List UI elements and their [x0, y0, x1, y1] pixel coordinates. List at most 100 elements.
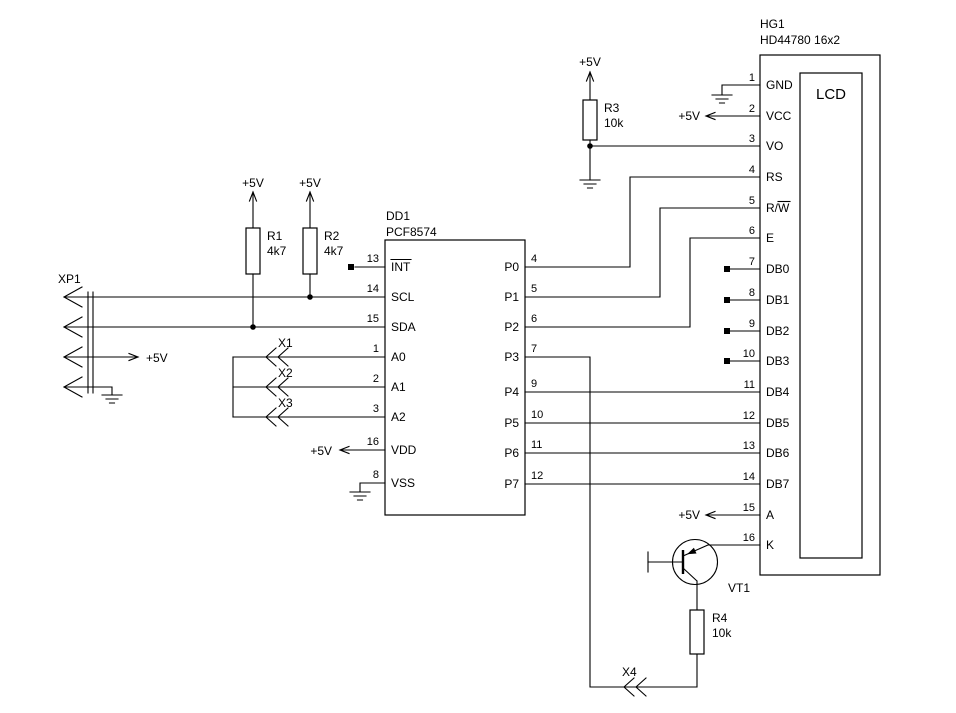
connector-body — [87, 291, 94, 394]
pin-number: 10 — [531, 409, 543, 421]
pin-name: P1 — [504, 290, 519, 304]
power-label: +5V — [579, 55, 601, 69]
resistor-value: 10k — [712, 626, 732, 640]
connector-pin-icon — [277, 407, 289, 427]
pin-number: 4 — [749, 164, 755, 176]
resistor-r3: +5V R3 10k — [579, 55, 761, 189]
transistor-emitter — [682, 567, 698, 611]
no-connect-marker — [724, 297, 730, 303]
dd1-ic: DD1 PCF8574 +5V 13 14 15 1 2 3 16 8 INT … — [310, 209, 543, 516]
pin-name: SDA — [391, 320, 416, 334]
pin-name: DB1 — [766, 293, 790, 307]
transistor-ref: VT1 — [728, 581, 750, 595]
pin-name: INT — [391, 260, 411, 274]
resistor-r4: R4 10k — [654, 609, 732, 688]
pin-name: DB0 — [766, 262, 790, 276]
pin-name: A — [766, 508, 774, 522]
lcd-part: HD44780 16x2 — [760, 33, 840, 47]
resistor-body — [582, 99, 598, 141]
resistor-body — [245, 227, 261, 275]
pin-number: 12 — [743, 410, 755, 422]
pin-name: GND — [766, 78, 793, 92]
transistor-arrow-icon — [687, 547, 697, 555]
pin-name: RS — [766, 170, 783, 184]
pin-number: 13 — [743, 440, 755, 452]
pin-number: 16 — [367, 436, 379, 448]
pin-number: 3 — [373, 403, 379, 415]
pin-number: 8 — [373, 469, 379, 481]
nets-port — [524, 176, 761, 688]
pin-name: SCL — [391, 290, 415, 304]
pin-name: P5 — [504, 416, 519, 430]
transistor-collector — [682, 544, 709, 557]
ic-ref: DD1 — [386, 209, 410, 223]
wire-vss — [359, 482, 386, 493]
pin-name: VSS — [391, 476, 415, 490]
resistor-value: 10k — [604, 116, 624, 130]
pin-number: 5 — [531, 283, 537, 295]
pin-number: 13 — [367, 253, 379, 265]
junction-dot — [250, 324, 256, 330]
pin-number: 5 — [749, 195, 755, 207]
pin-number: 15 — [743, 502, 755, 514]
ground-symbol — [349, 491, 371, 501]
pin-name: A0 — [391, 350, 406, 364]
pin-name: DB3 — [766, 354, 790, 368]
resistor-ref: R2 — [324, 229, 340, 243]
connector-pin-icon — [265, 377, 277, 397]
pin-name: P4 — [504, 385, 519, 399]
power-label: +5V — [678, 109, 700, 123]
pin-number: 8 — [749, 287, 755, 299]
transistor-vt1: VT1 — [647, 538, 750, 611]
pin-name: VO — [766, 139, 783, 153]
no-connect-marker — [348, 264, 354, 270]
ic-body — [384, 239, 526, 516]
connector-pin-icon — [277, 347, 289, 367]
pin-name: VCC — [766, 109, 792, 123]
jumper-label: X1 — [278, 336, 293, 350]
resistor-ref: R4 — [712, 611, 728, 625]
pin-number: 12 — [531, 470, 543, 482]
no-connect-marker — [724, 358, 730, 364]
pin-number: 1 — [373, 343, 379, 355]
wire-p2-e — [524, 237, 761, 328]
jumpers-x1-x3: X1 X2 X3 — [232, 336, 386, 427]
junction-dot — [307, 294, 313, 300]
jumper-label: X2 — [278, 366, 293, 380]
pin-name: A2 — [391, 410, 406, 424]
power-arrow-icon — [128, 352, 140, 362]
resistor-ref: R1 — [267, 229, 283, 243]
power-arrow-icon — [704, 111, 716, 121]
pin-name: A1 — [391, 380, 406, 394]
pin-number: 2 — [749, 103, 755, 115]
pin-number: 14 — [743, 471, 755, 483]
wire-xp1-gnd — [63, 386, 113, 396]
pin-number: 1 — [749, 72, 755, 84]
wire — [654, 653, 698, 688]
pin-name: P0 — [504, 260, 519, 274]
no-connect-marker — [724, 328, 730, 334]
resistor-value: 4k7 — [324, 244, 344, 258]
pin-name: K — [766, 538, 774, 552]
wire-gnd — [721, 84, 761, 96]
resistor-body — [689, 609, 705, 655]
resistor-value: 4k7 — [267, 244, 287, 258]
lcd-ref: HG1 — [760, 17, 785, 31]
pin-number: 2 — [373, 373, 379, 385]
pin-number: 15 — [367, 313, 379, 325]
pin-name: P7 — [504, 477, 519, 491]
pin-number: 6 — [749, 225, 755, 237]
pin-name: R/W — [766, 201, 790, 215]
pin-name: P2 — [504, 320, 519, 334]
pin-name: DB5 — [766, 416, 790, 430]
power-label: +5V — [299, 176, 321, 190]
pin-name: VDD — [391, 443, 417, 457]
power-arrow-icon — [338, 445, 350, 455]
xp1-connector: XP1 +5V — [58, 272, 168, 404]
resistor-r1: +5V R1 4k7 — [242, 176, 287, 328]
pin-name: DB6 — [766, 446, 790, 460]
junction-dot — [587, 143, 593, 149]
nets-i2c — [63, 296, 386, 328]
pin-name: DB2 — [766, 324, 790, 338]
